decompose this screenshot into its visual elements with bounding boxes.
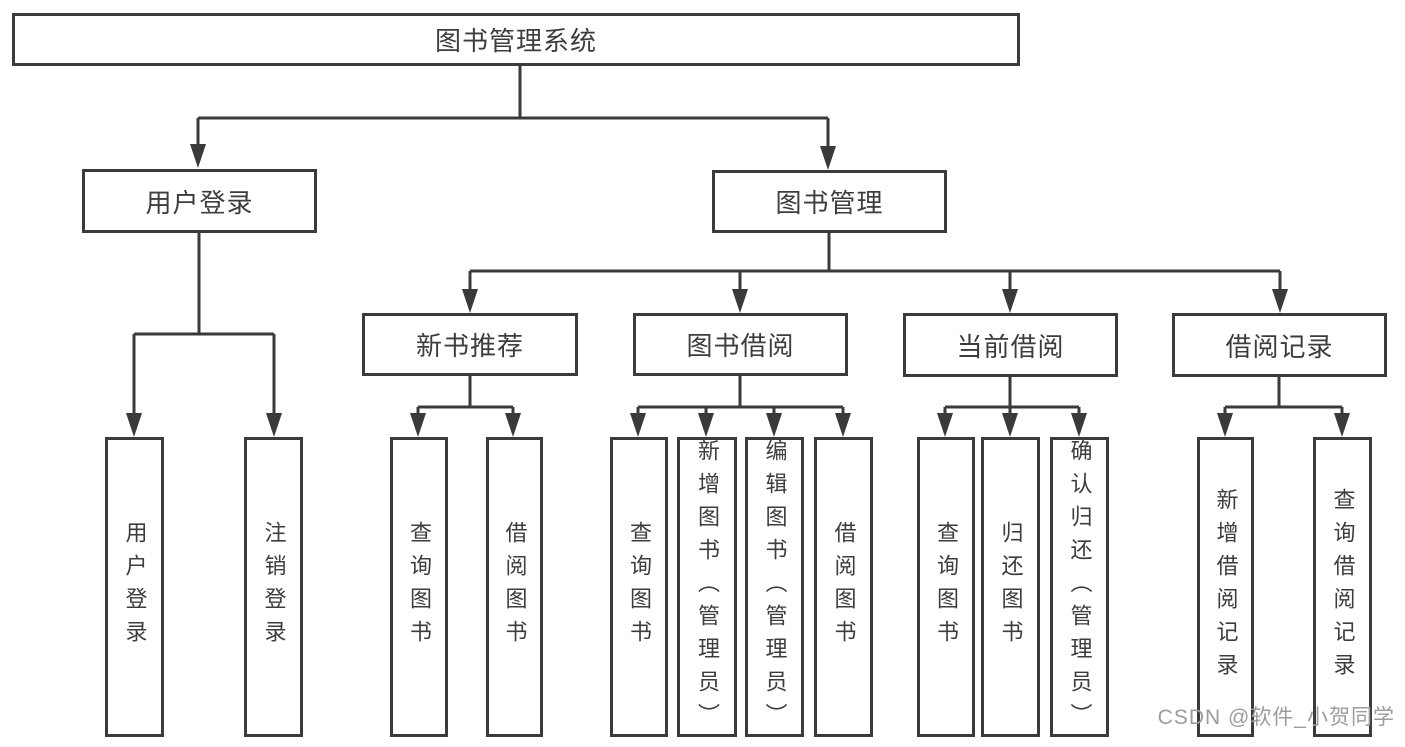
node-label: 借阅记录	[1225, 331, 1334, 362]
csdn-watermark: CSDN @软件_小贺同学	[1157, 706, 1395, 729]
arrowhead	[698, 413, 714, 437]
arrowhead	[505, 413, 521, 437]
leaf-add-borrow-record: 新增借阅记录	[1197, 437, 1254, 737]
arrowhead	[1272, 289, 1288, 313]
leaf-label: 新增借阅记录	[1213, 488, 1239, 686]
arrowhead	[1334, 413, 1350, 437]
leaf-edit-books-admin: 编辑图书（管理员）	[745, 437, 804, 737]
leaf-label: 查询借阅记录	[1330, 488, 1356, 686]
node-new-book-recommendation: 新书推荐	[362, 313, 578, 376]
arrowhead	[732, 289, 748, 313]
arrowhead	[190, 144, 206, 168]
arrowhead	[266, 413, 282, 437]
node-book-borrowing: 图书借阅	[633, 313, 848, 376]
leaf-add-books-admin: 新增图书（管理员）	[677, 437, 737, 737]
node-book-management: 图书管理	[712, 170, 947, 233]
node-label: 新书推荐	[415, 331, 524, 361]
arrowhead	[630, 413, 646, 437]
leaf-label: 借阅图书	[831, 521, 857, 653]
leaf-query-books: 查询图书	[390, 437, 448, 737]
leaf-label: 归还图书	[998, 521, 1024, 653]
node-borrowing-records: 借阅记录	[1172, 313, 1387, 377]
node-label: 图书管理	[775, 188, 884, 218]
leaf-label: 借阅图书	[502, 521, 528, 653]
node-label: 用户登录	[145, 187, 254, 218]
leaf-label: 查询图书	[627, 521, 652, 653]
node-label: 当前借阅	[956, 331, 1065, 362]
leaf-label: 注销登录	[261, 521, 287, 653]
arrowhead	[766, 413, 782, 437]
arrowhead	[835, 413, 851, 437]
leaf-query-borrow-record: 查询借阅记录	[1313, 437, 1372, 737]
node-label: 图书管理系统	[434, 26, 597, 56]
arrowhead	[462, 289, 478, 313]
leaf-logout: 注销登录	[244, 437, 303, 737]
node-library-management-system: 图书管理系统	[12, 13, 1020, 66]
leaf-label: 查询图书	[407, 521, 432, 653]
arrowhead	[1217, 413, 1233, 437]
node-user-login: 用户登录	[82, 169, 317, 233]
arrowhead	[820, 146, 836, 170]
arrowhead	[410, 413, 426, 437]
leaf-label: 查询图书	[934, 521, 959, 653]
leaf-label: 确认归还（管理员）	[1067, 438, 1093, 736]
leaf-label: 新增图书（管理员）	[695, 438, 720, 736]
leaf-label: 用户登录	[122, 521, 148, 653]
leaf-query-books: 查询图书	[610, 437, 668, 737]
arrowhead	[1002, 413, 1018, 437]
leaf-return-books: 归还图书	[981, 437, 1040, 737]
arrowhead	[1002, 289, 1018, 313]
leaf-label: 编辑图书（管理员）	[762, 438, 788, 736]
leaf-user-login: 用户登录	[105, 437, 164, 737]
arrowhead	[1071, 413, 1087, 437]
leaf-borrow-books: 借阅图书	[486, 437, 543, 737]
arrowhead	[126, 413, 142, 437]
leaf-borrow-books: 借阅图书	[814, 437, 873, 737]
node-current-borrowing: 当前借阅	[903, 313, 1118, 377]
arrowhead	[937, 413, 953, 437]
leaf-query-books: 查询图书	[917, 437, 975, 737]
node-label: 图书借阅	[686, 331, 795, 361]
leaf-confirm-return-admin: 确认归还（管理员）	[1050, 437, 1109, 737]
